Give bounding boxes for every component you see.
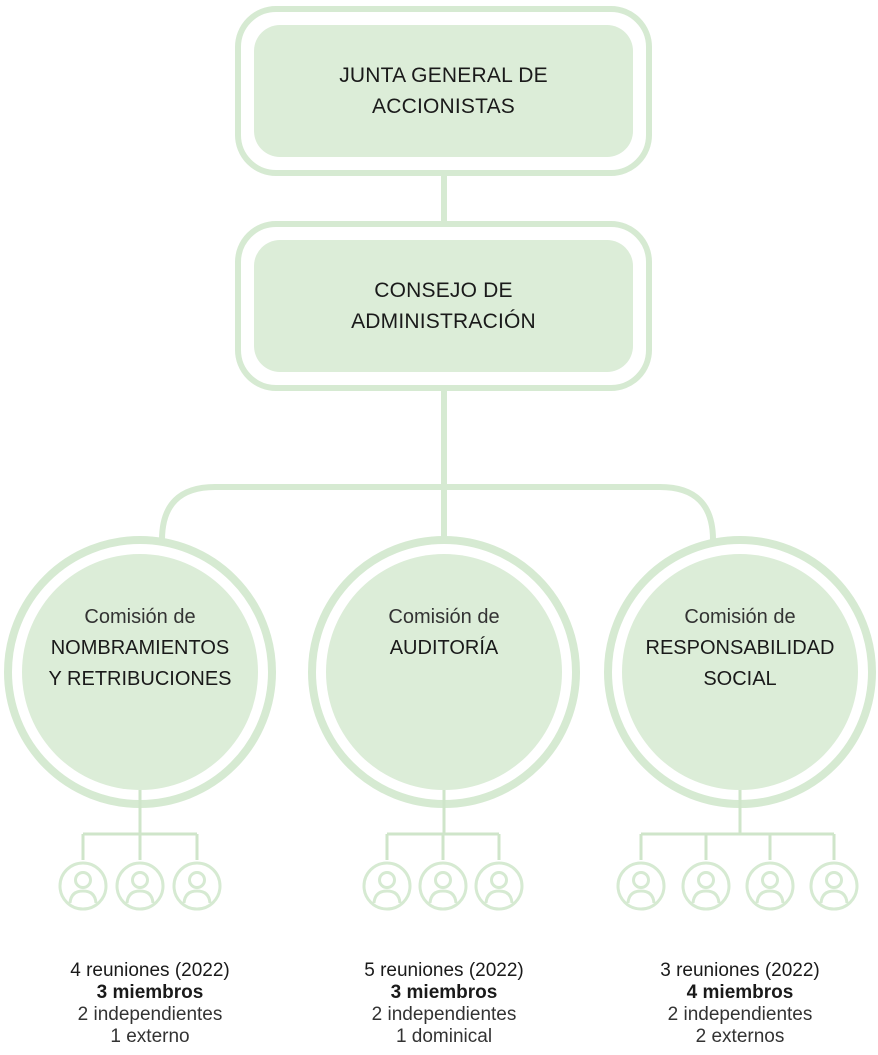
committee-prefix: Comisión de xyxy=(388,606,500,628)
committee-prefix: Comisión de xyxy=(84,606,196,628)
members-detail-1: 2 independientes xyxy=(77,1004,223,1025)
stats-nombramientos: 4 reuniones (2022) 3 miembros 2 independ… xyxy=(20,960,280,1048)
meetings-count: 5 reuniones (2022) xyxy=(364,960,524,981)
consejo-box xyxy=(235,221,652,391)
junta-title-line2: ACCIONISTAS xyxy=(372,95,515,118)
user-circle-icon xyxy=(418,861,468,911)
committee-label-nombramientos: Comisión de NOMBRAMIENTOS Y RETRIBUCIONE… xyxy=(25,602,255,695)
member-trees xyxy=(81,790,836,860)
committee-label-responsabilidad: Comisión de RESPONSABILIDAD SOCIAL xyxy=(625,602,855,695)
user-circle-icon xyxy=(474,861,524,911)
junta-title-line1: JUNTA GENERAL DE xyxy=(339,64,548,87)
committee-circle-auditoria xyxy=(308,536,580,808)
consejo-title-line2: ADMINISTRACIÓN xyxy=(351,310,536,333)
user-circle-icon xyxy=(745,861,795,911)
junta-title: JUNTA GENERAL DE ACCIONISTAS xyxy=(254,60,633,122)
branch-arc xyxy=(159,484,716,575)
members-count: 3 miembros xyxy=(390,982,498,1003)
consejo-title-line1: CONSEJO DE xyxy=(374,279,513,302)
member-icons xyxy=(58,861,859,911)
user-circle-icon xyxy=(616,861,666,911)
members-detail-1: 2 independientes xyxy=(371,1004,517,1025)
committee-circle-nombramientos xyxy=(4,536,276,808)
stats-auditoria: 5 reuniones (2022) 3 miembros 2 independ… xyxy=(314,960,574,1048)
committee-name-line2: SOCIAL xyxy=(703,668,777,690)
meetings-count: 3 reuniones (2022) xyxy=(660,960,820,981)
members-count: 3 miembros xyxy=(96,982,204,1003)
user-circle-icon xyxy=(681,861,731,911)
members-detail-2: 1 dominical xyxy=(395,1026,493,1047)
members-detail-2: 1 externo xyxy=(110,1026,190,1047)
junta-box xyxy=(235,6,652,176)
user-circle-icon xyxy=(115,861,165,911)
committee-name-line1: AUDITORÍA xyxy=(389,637,499,659)
committee-name-line1: NOMBRAMIENTOS xyxy=(50,637,230,659)
user-circle-icon xyxy=(809,861,859,911)
committee-name-line1: RESPONSABILIDAD xyxy=(645,637,835,659)
committee-name-line2: Y RETRIBUCIONES xyxy=(48,668,232,690)
committee-label-auditoria: Comisión de AUDITORÍA xyxy=(329,602,559,664)
user-circle-icon xyxy=(172,861,222,911)
committee-prefix: Comisión de xyxy=(684,606,796,628)
consejo-title: CONSEJO DE ADMINISTRACIÓN xyxy=(254,275,633,337)
members-count: 4 miembros xyxy=(686,982,794,1003)
stats-responsabilidad: 3 reuniones (2022) 4 miembros 2 independ… xyxy=(610,960,870,1048)
members-detail-1: 2 independientes xyxy=(667,1004,813,1025)
user-circle-icon xyxy=(362,861,412,911)
meetings-count: 4 reuniones (2022) xyxy=(70,960,230,981)
user-circle-icon xyxy=(58,861,108,911)
committee-circle-responsabilidad xyxy=(604,536,876,808)
members-detail-2: 2 externos xyxy=(695,1026,785,1047)
